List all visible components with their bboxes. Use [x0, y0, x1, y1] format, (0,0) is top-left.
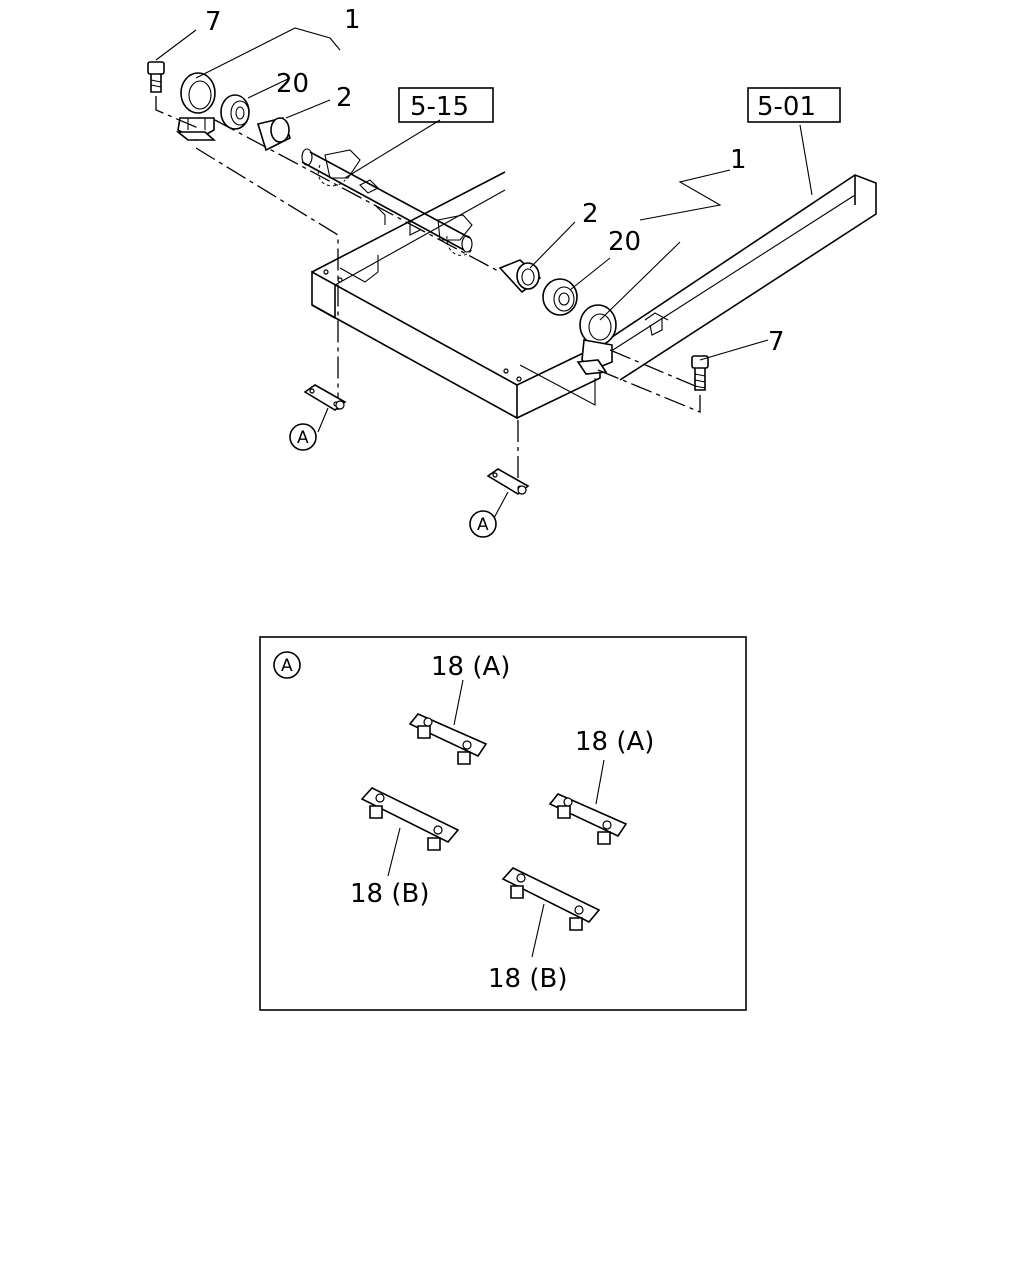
callout-bushing-2-right: 2 [582, 199, 599, 229]
plate-18a-right [548, 793, 628, 845]
label-18a-top: 18 (A) [431, 652, 510, 682]
label-18b-left: 18 (B) [350, 879, 429, 909]
frame-member [311, 171, 601, 420]
stabilizer-bar [301, 148, 474, 256]
detail-a-marker-label: A [281, 656, 293, 676]
bushing-2-left [256, 117, 291, 152]
bolt-right [691, 355, 709, 391]
callout-bushing-20-left: 20 [276, 69, 309, 99]
callout-bolt-right: 7 [768, 327, 785, 357]
plate-center-under [486, 468, 530, 495]
ref-box-5-15: 5-15 [398, 87, 494, 123]
detail-a-marker: A [273, 651, 301, 679]
plate-18b-left [360, 787, 460, 851]
bushing-2-right [498, 259, 542, 294]
bushing-20-left [220, 94, 250, 130]
plate-left-under [303, 384, 347, 411]
bolt-left [147, 61, 165, 93]
plate-18a-top [408, 713, 488, 765]
marker-a-left-label: A [297, 428, 309, 448]
ref-box-5-01: 5-01 [747, 87, 841, 123]
detail-a-panel: A [259, 636, 747, 1011]
label-18b-bottom: 18 (B) [488, 964, 567, 994]
ref-label-5-01: 5-01 [757, 92, 816, 122]
callout-clamp-left: 1 [344, 5, 361, 35]
clamp-left [175, 72, 217, 141]
callout-clamp-right: 1 [730, 145, 747, 175]
callout-bolt-left: 7 [205, 7, 222, 37]
side-rail [599, 174, 877, 381]
ref-label-5-15: 5-15 [410, 92, 469, 122]
clamp-right [576, 304, 617, 375]
plate-18b-bottom [501, 867, 601, 931]
marker-a-left: A [289, 423, 317, 451]
marker-a-center-label: A [477, 515, 489, 535]
callout-bushing-2-left: 2 [336, 83, 353, 113]
leader-lines [155, 27, 813, 519]
label-18a-right: 18 (A) [575, 727, 654, 757]
callout-bushing-20-right: 20 [608, 227, 641, 257]
marker-a-center: A [469, 510, 497, 538]
assembly-centerlines [155, 96, 701, 492]
bushing-20-right [542, 278, 578, 316]
